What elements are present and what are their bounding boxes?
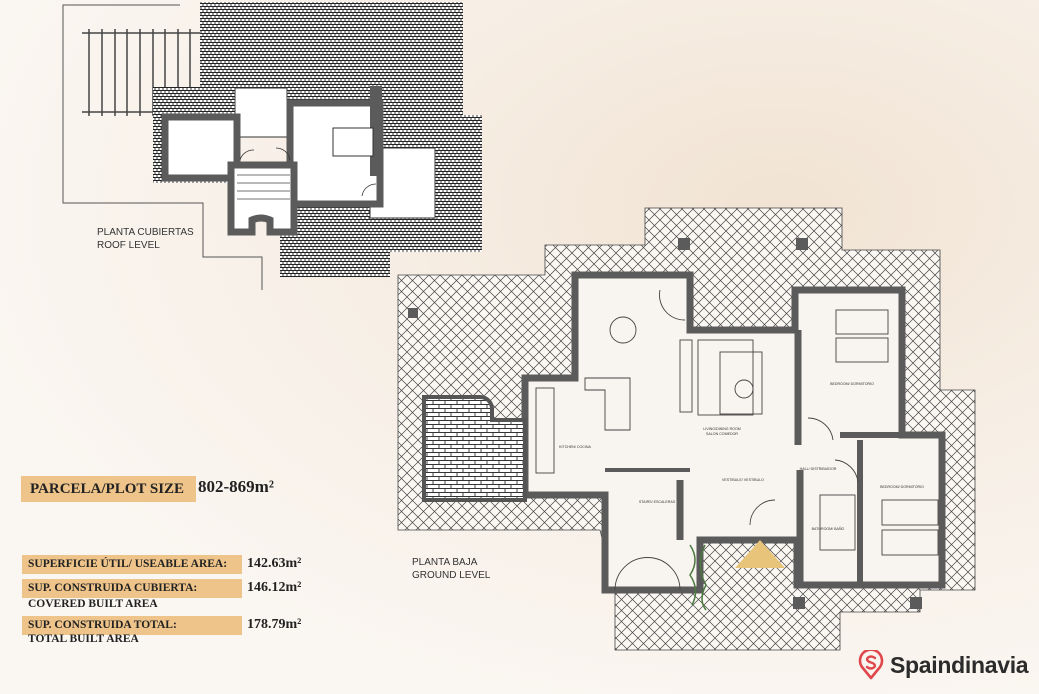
total-area-label: SUP. CONSTRUIDA TOTAL: bbox=[22, 616, 242, 635]
furniture bbox=[535, 289, 939, 591]
room-label-living-es: SALON COMEDOR bbox=[706, 432, 738, 436]
location-pin-s-icon bbox=[858, 650, 884, 680]
room-labels: KITCHEN/ COCINA LIVING/DINING ROOM SALON… bbox=[559, 382, 924, 531]
brand-name: Spaindinavia bbox=[890, 651, 1029, 678]
useable-area-value: 142.63m² bbox=[247, 556, 302, 571]
ground-level-title-en: GROUND LEVEL bbox=[412, 570, 491, 581]
brand-logo: Spaindinavia bbox=[858, 650, 1029, 680]
plot-size-label: PARCELA/PLOT SIZE bbox=[21, 476, 196, 502]
room-label-kitchen: KITCHEN/ COCINA bbox=[559, 445, 591, 449]
ground-level-title: PLANTA BAJA GROUND LEVEL bbox=[412, 556, 490, 582]
brick-planter bbox=[422, 395, 527, 502]
covered-area-value: 146.12m² bbox=[247, 580, 302, 595]
room-label-bathroom: BATHROOM/ BAÑO bbox=[812, 526, 845, 531]
roof-level-title-es: PLANTA CUBIERTAS bbox=[97, 227, 194, 238]
total-area-value: 178.79m² bbox=[247, 617, 302, 632]
room-label-hall: HALL/ DISTRIBUIDOR bbox=[800, 467, 837, 471]
ground-level-title-es: PLANTA BAJA bbox=[412, 557, 478, 568]
room-label-vestibule: VESTIBULE/ VESTIBULO bbox=[722, 478, 764, 482]
plot-size-value: 802-869m² bbox=[198, 477, 274, 496]
spiral-stair bbox=[227, 161, 298, 236]
roof-level-plan bbox=[62, 2, 482, 290]
room-label-living: LIVING/DINING ROOM bbox=[703, 427, 741, 431]
roof-level-title: PLANTA CUBIERTAS ROOF LEVEL bbox=[97, 226, 194, 252]
roof-bathroom bbox=[161, 113, 241, 182]
roof-level-title-en: ROOF LEVEL bbox=[97, 240, 160, 251]
bed bbox=[332, 127, 374, 157]
planting bbox=[689, 544, 707, 611]
total-area-sublabel: TOTAL BUILT AREA bbox=[28, 633, 139, 645]
useable-area-label: SUPERFICIE ÚTIL/ USEABLE AREA: bbox=[22, 555, 242, 574]
room-label-stairs: STAIRS/ ESCALERAS bbox=[639, 500, 676, 504]
room-label-bedroom-1: BEDROOM/ DORMITORIO bbox=[830, 382, 874, 386]
ground-level-plan: KITCHEN/ COCINA LIVING/DINING ROOM SALON… bbox=[397, 207, 976, 651]
entrance-arrow bbox=[735, 540, 785, 568]
room-label-bedroom-2: BEDROOM/ DORMITORIO bbox=[880, 485, 924, 489]
covered-area-sublabel: COVERED BUILT AREA bbox=[28, 598, 158, 610]
storage-room bbox=[234, 87, 288, 138]
covered-area-label: SUP. CONSTRUIDA CUBIERTA: bbox=[22, 579, 242, 598]
roof-tiles bbox=[280, 207, 390, 277]
